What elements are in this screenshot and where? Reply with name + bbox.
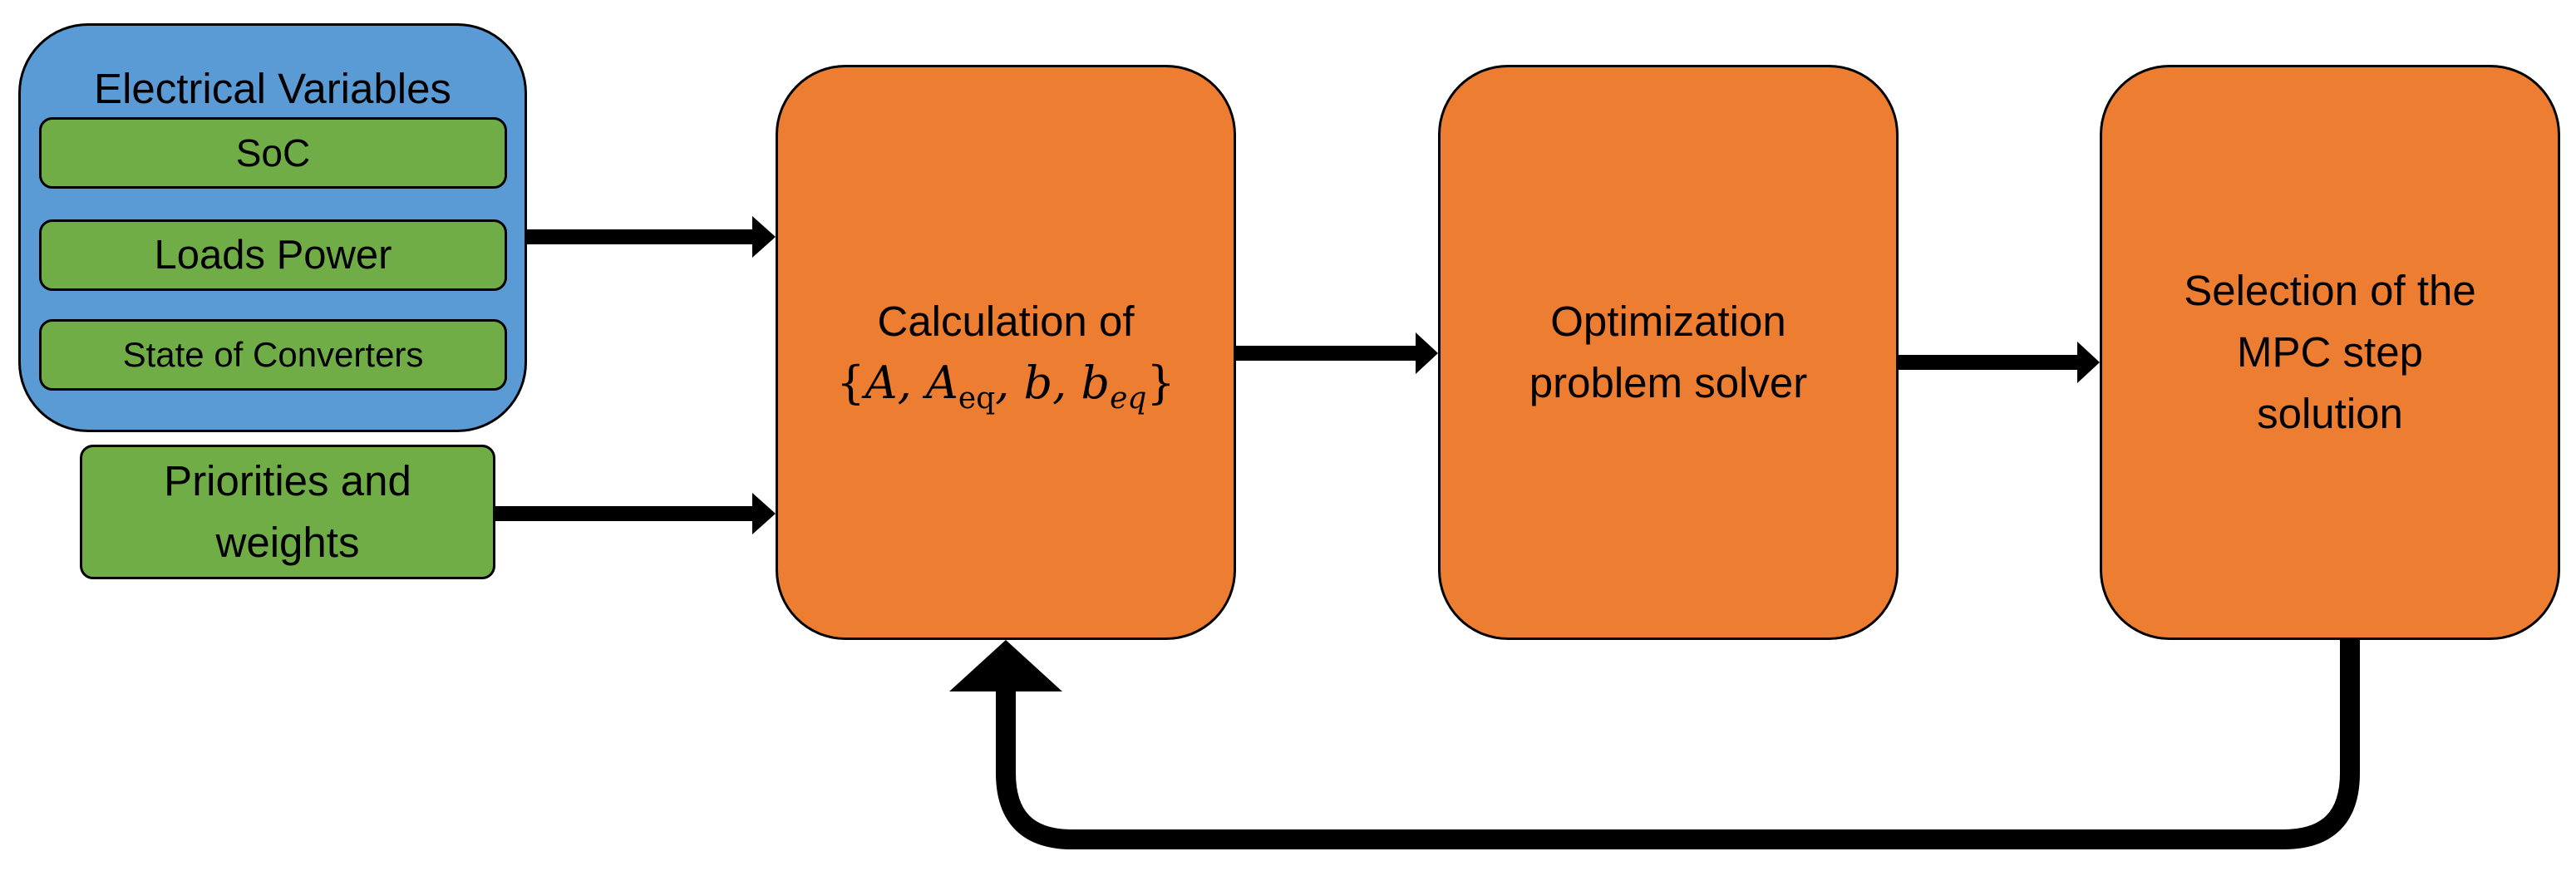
priorities-line1: Priorities and xyxy=(164,457,411,504)
arrowhead-priorities xyxy=(752,493,776,534)
calculation-label: Calculation of xyxy=(877,298,1135,345)
priorities-line2: weights xyxy=(215,519,360,566)
calculation-block: Calculation of {A, Aeq, b, beq} xyxy=(776,65,1236,640)
arrowhead-sel xyxy=(2077,342,2100,383)
loads-power-box: Loads Power xyxy=(39,219,507,291)
soc-box: SoC xyxy=(39,117,507,189)
feedback-loop xyxy=(996,640,2360,849)
calculation-formula: {A, Aeq, b, beq} xyxy=(836,357,1175,416)
selection-line1: Selection of the xyxy=(2184,267,2476,314)
optimization-block: Optimization problem solver xyxy=(1438,65,1899,640)
optimization-line1: Optimization xyxy=(1550,298,1786,345)
selection-line2: MPC step xyxy=(2237,328,2423,376)
optimization-line2: problem solver xyxy=(1529,359,1808,406)
arrowhead-feedback xyxy=(949,640,1062,691)
state-of-converters-box: State of Converters xyxy=(39,319,507,391)
priorities-weights-box: Priorities and weights xyxy=(80,445,495,579)
arrowhead-opt xyxy=(1416,332,1438,374)
electrical-variables-title: Electrical Variables xyxy=(94,65,451,112)
arrowhead-electrical xyxy=(752,216,776,258)
selection-block: Selection of the MPC step solution xyxy=(2100,65,2560,640)
selection-line3: solution xyxy=(2257,390,2403,437)
